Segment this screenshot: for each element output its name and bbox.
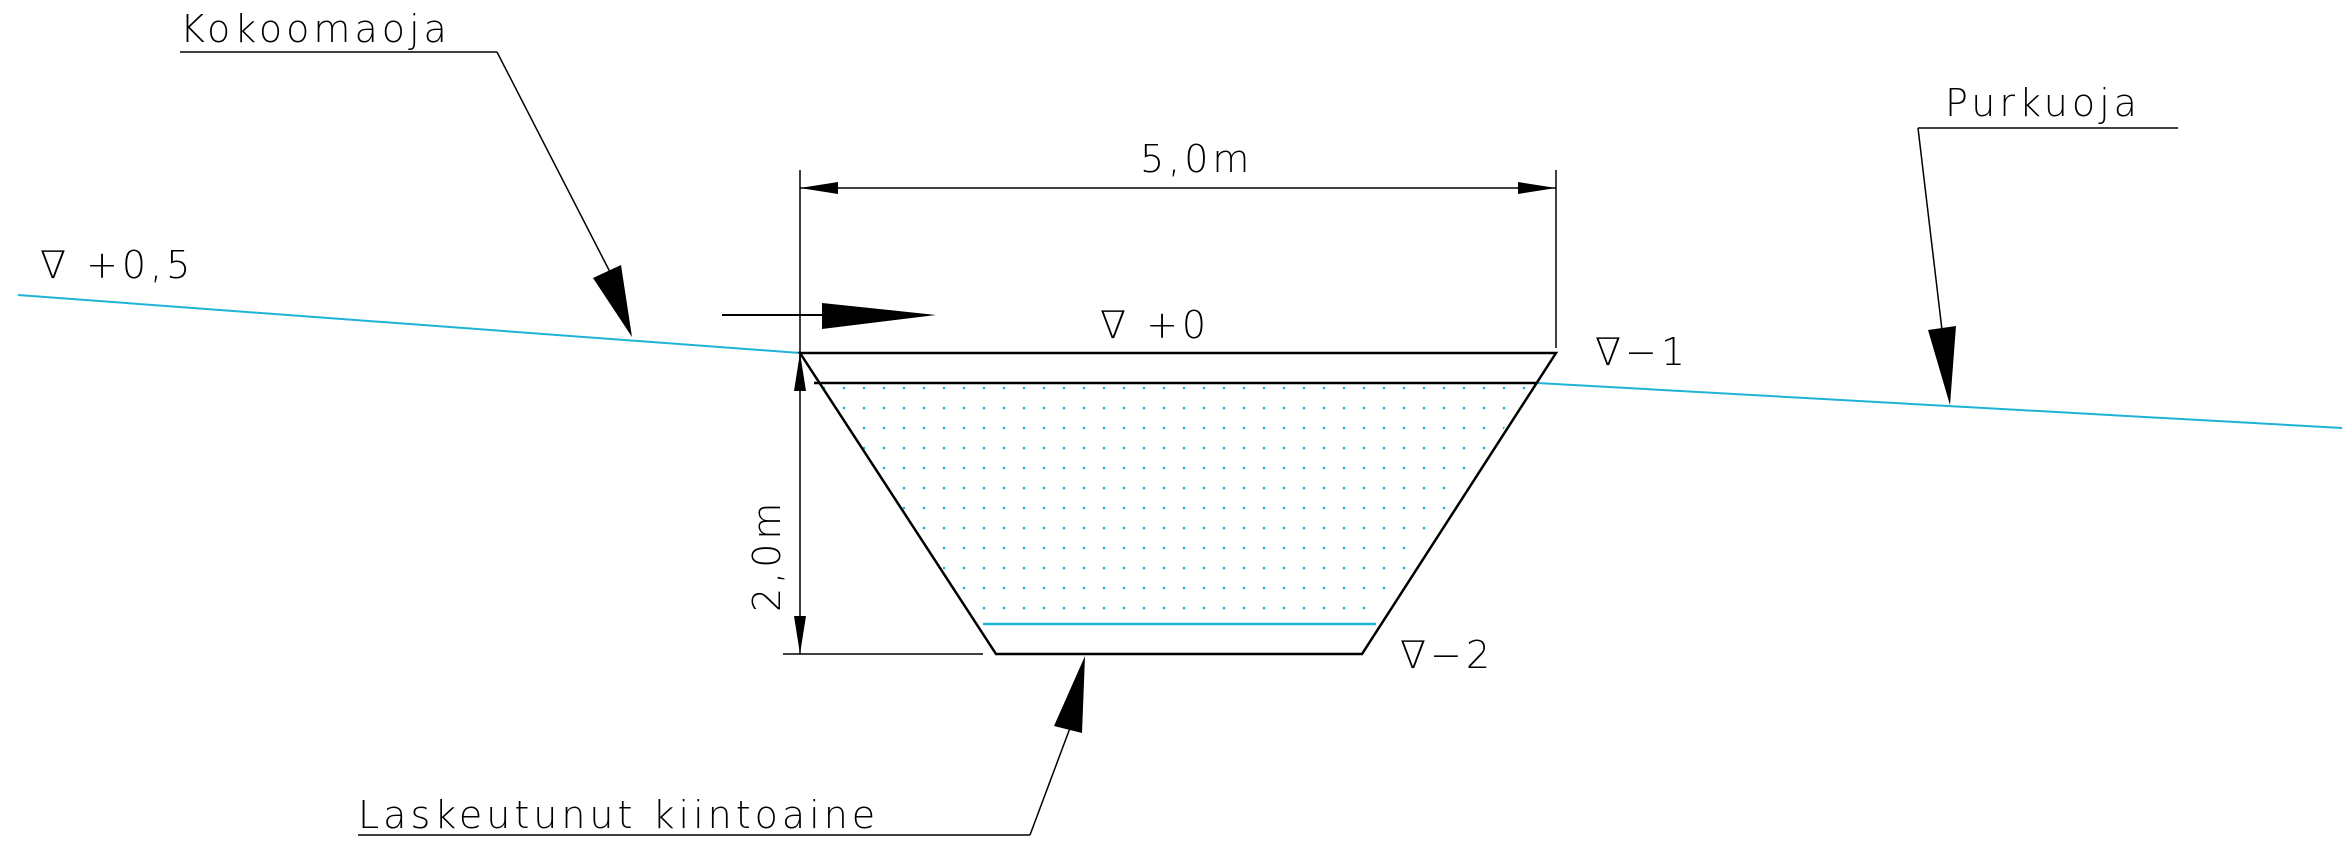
sediment-leader-line — [1029, 727, 1071, 836]
level-right-label: ∇−1 — [1595, 330, 1689, 374]
water-line-inlet — [17, 294, 801, 354]
basin-cross-section — [797, 351, 1559, 656]
level-top-label: ∇ +0 — [1100, 303, 1210, 347]
level-bottom-label: ∇−2 — [1400, 633, 1494, 677]
depth-arrow-top — [794, 353, 806, 391]
flow-arrow-head — [822, 303, 936, 329]
inlet-leader-arrow — [593, 265, 632, 337]
sediment-leader-arrow — [1054, 656, 1085, 733]
outlet-leader-arrow — [1928, 326, 1956, 405]
inlet-label: Kokoomaoja — [180, 7, 451, 51]
depth-label: 2,0m — [745, 499, 789, 612]
water-line-outlet — [1536, 382, 2342, 429]
outlet-label: Purkuoja — [1945, 81, 2141, 125]
outlet-leader-line — [1917, 127, 1943, 331]
inlet-leader-line — [496, 51, 611, 273]
width-label: 5,0m — [1140, 137, 1253, 181]
level-ground-left-label: ∇ +0,5 — [40, 243, 194, 287]
water-body — [820, 383, 1536, 624]
depth-arrow-bottom — [794, 616, 806, 654]
width-arrow-right — [1518, 182, 1556, 194]
sediment-label: Laskeutunut kiintoaine — [358, 793, 879, 837]
width-arrow-left — [800, 182, 838, 194]
